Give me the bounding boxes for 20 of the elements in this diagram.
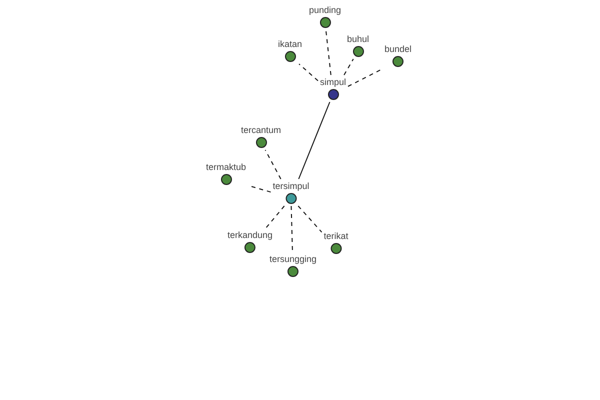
connector-line [265,206,285,228]
connector-line [348,68,383,87]
node-label: tersimpul [272,181,310,192]
node-label: tercantum [240,125,282,136]
connector-line [298,206,322,233]
node-label: bundel [384,44,412,55]
node-label: tersungging [269,254,317,265]
connector-line [344,58,354,76]
node-label: terkandung [227,230,273,241]
connector-line [325,30,332,76]
node-label: punding [308,5,342,16]
connector-line [264,150,282,180]
node-label: termaktub [206,162,246,173]
node-label: ikatan [278,39,302,50]
connector-line [298,102,330,180]
connector-line [290,206,293,252]
node-label: terikat [324,231,348,242]
connector-line [298,64,318,82]
node-label: buhul [346,34,370,45]
node-label: simpul [320,77,346,88]
